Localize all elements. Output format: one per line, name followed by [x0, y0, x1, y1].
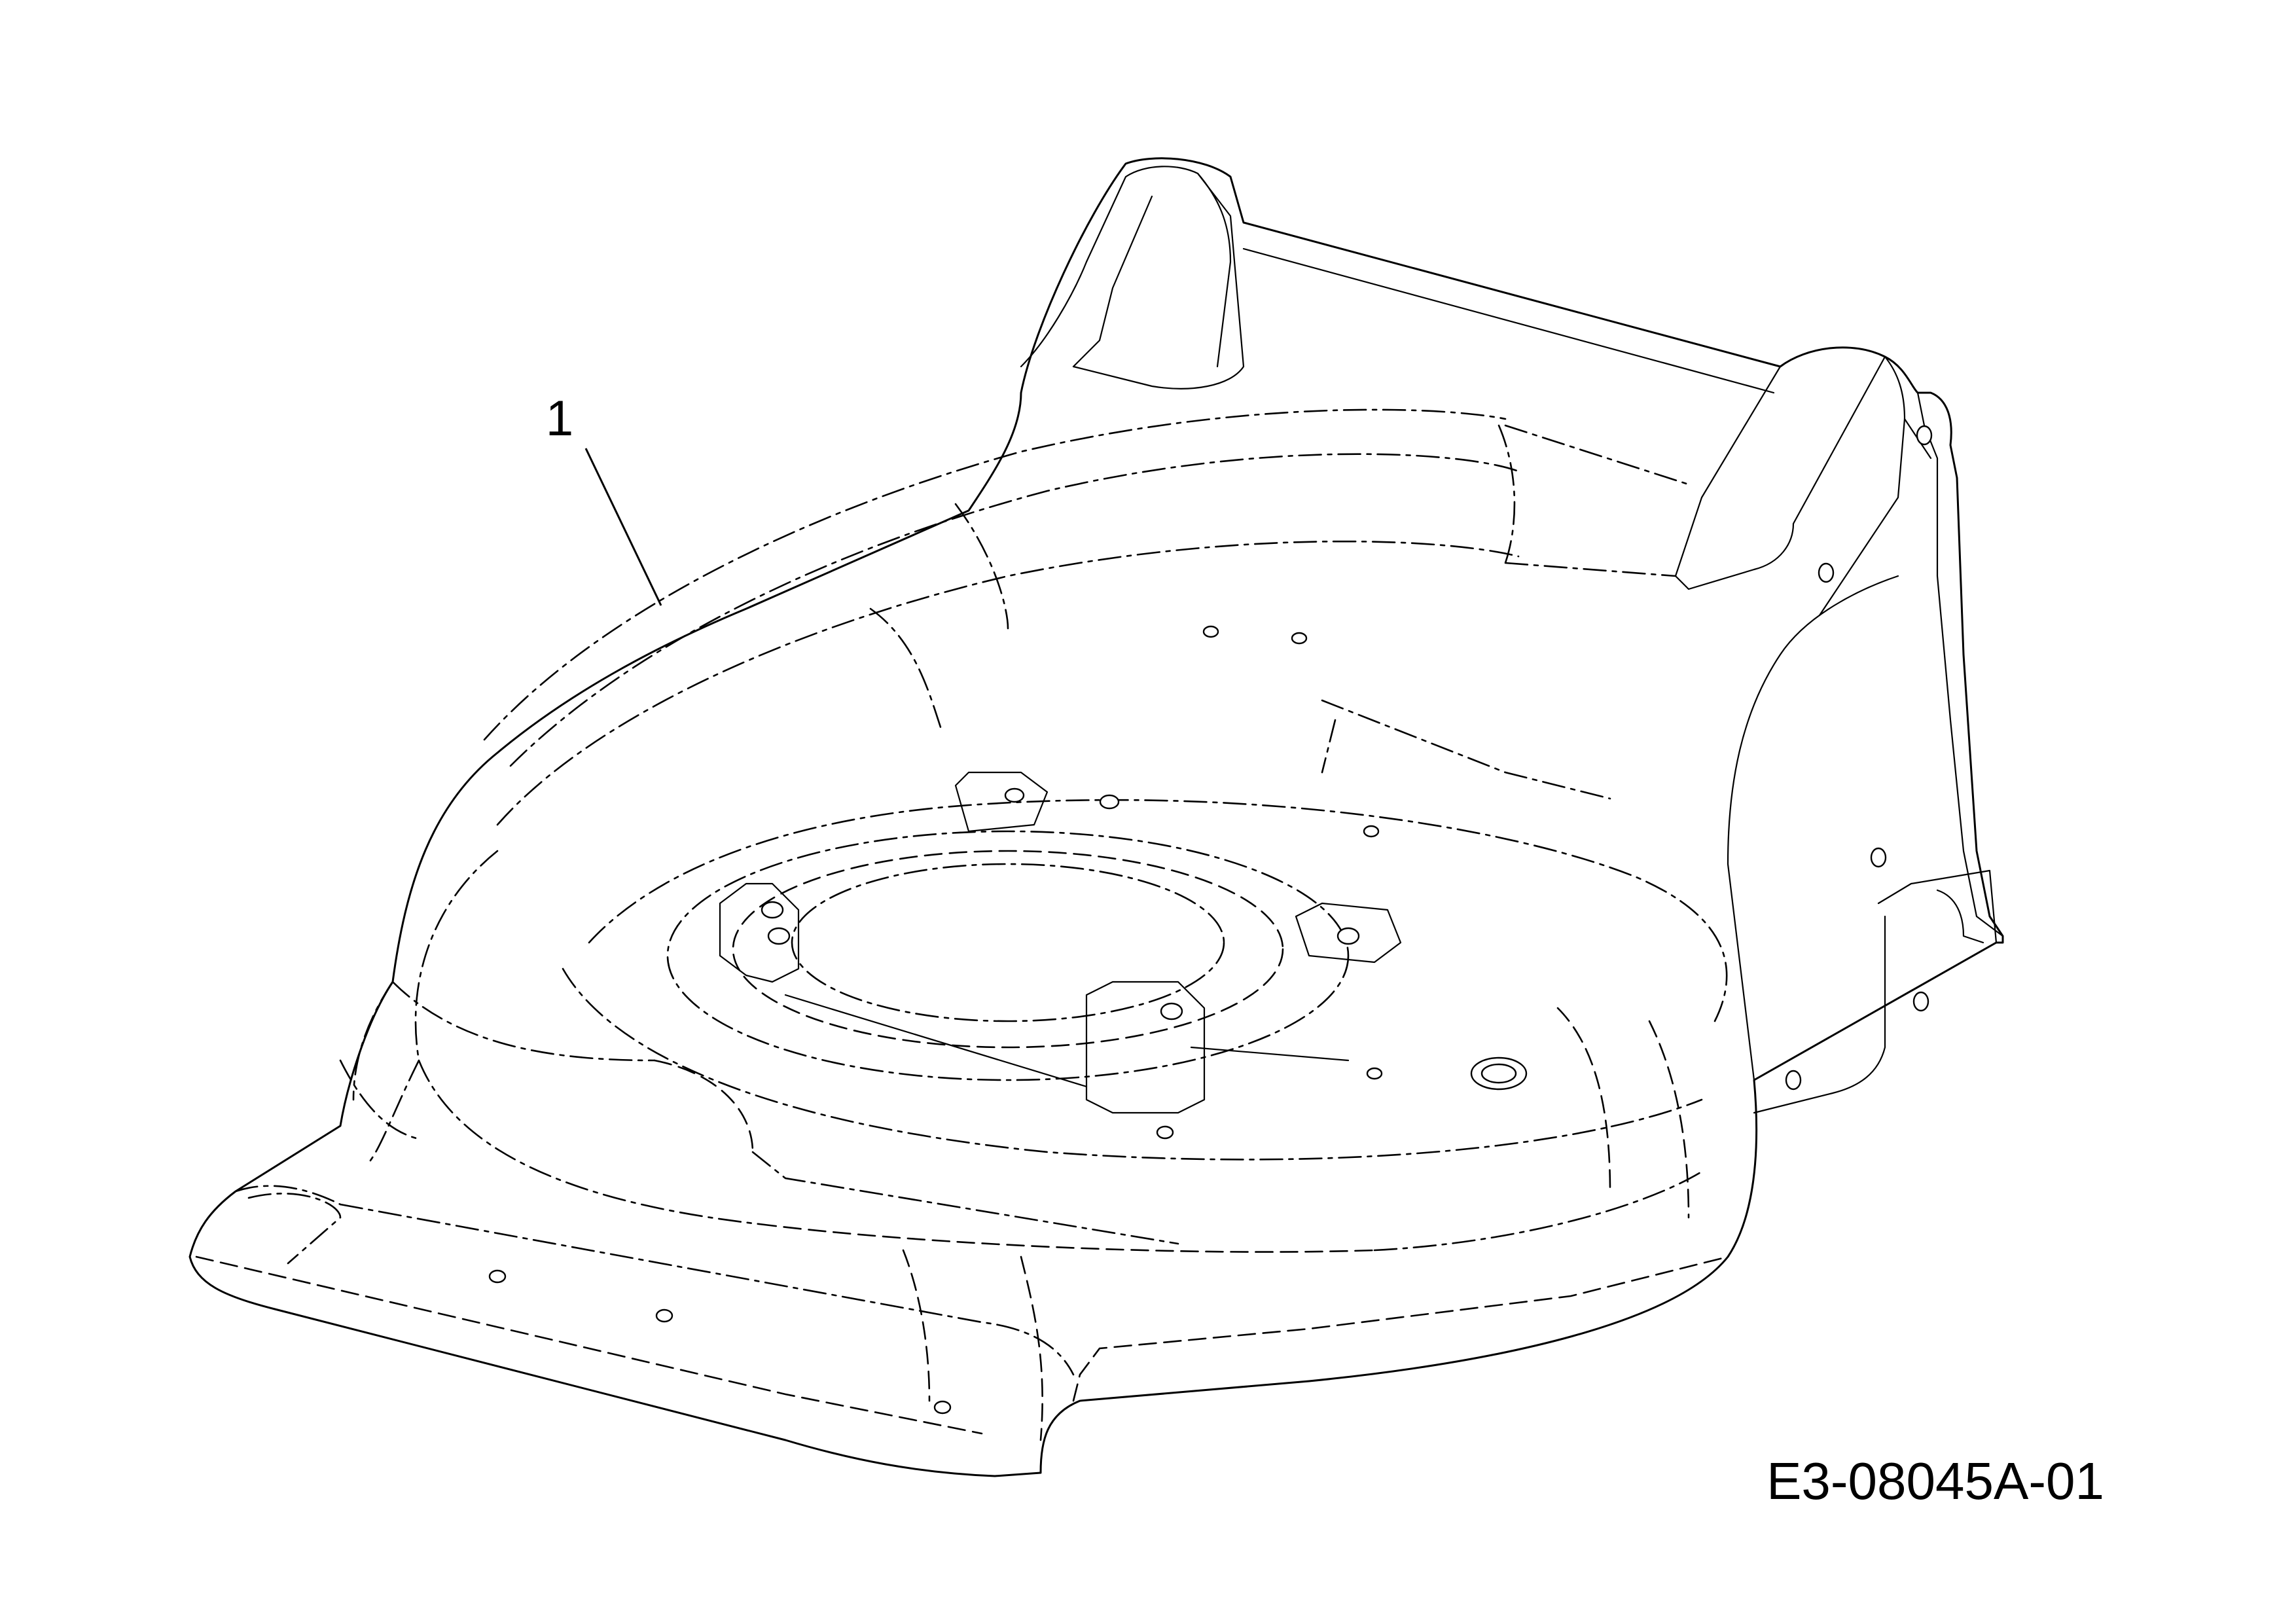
- drawing-code: E3-08045A-01: [1767, 1452, 2104, 1510]
- callout-1-label: 1: [546, 391, 573, 446]
- deck-contours: [195, 408, 1729, 1441]
- blade-hub: [666, 771, 1402, 1114]
- callout-1-leader: [584, 448, 662, 606]
- deck-outline: [188, 157, 2004, 1477]
- mounting-holes: [488, 425, 1933, 1415]
- callout-1: 1: [546, 391, 662, 606]
